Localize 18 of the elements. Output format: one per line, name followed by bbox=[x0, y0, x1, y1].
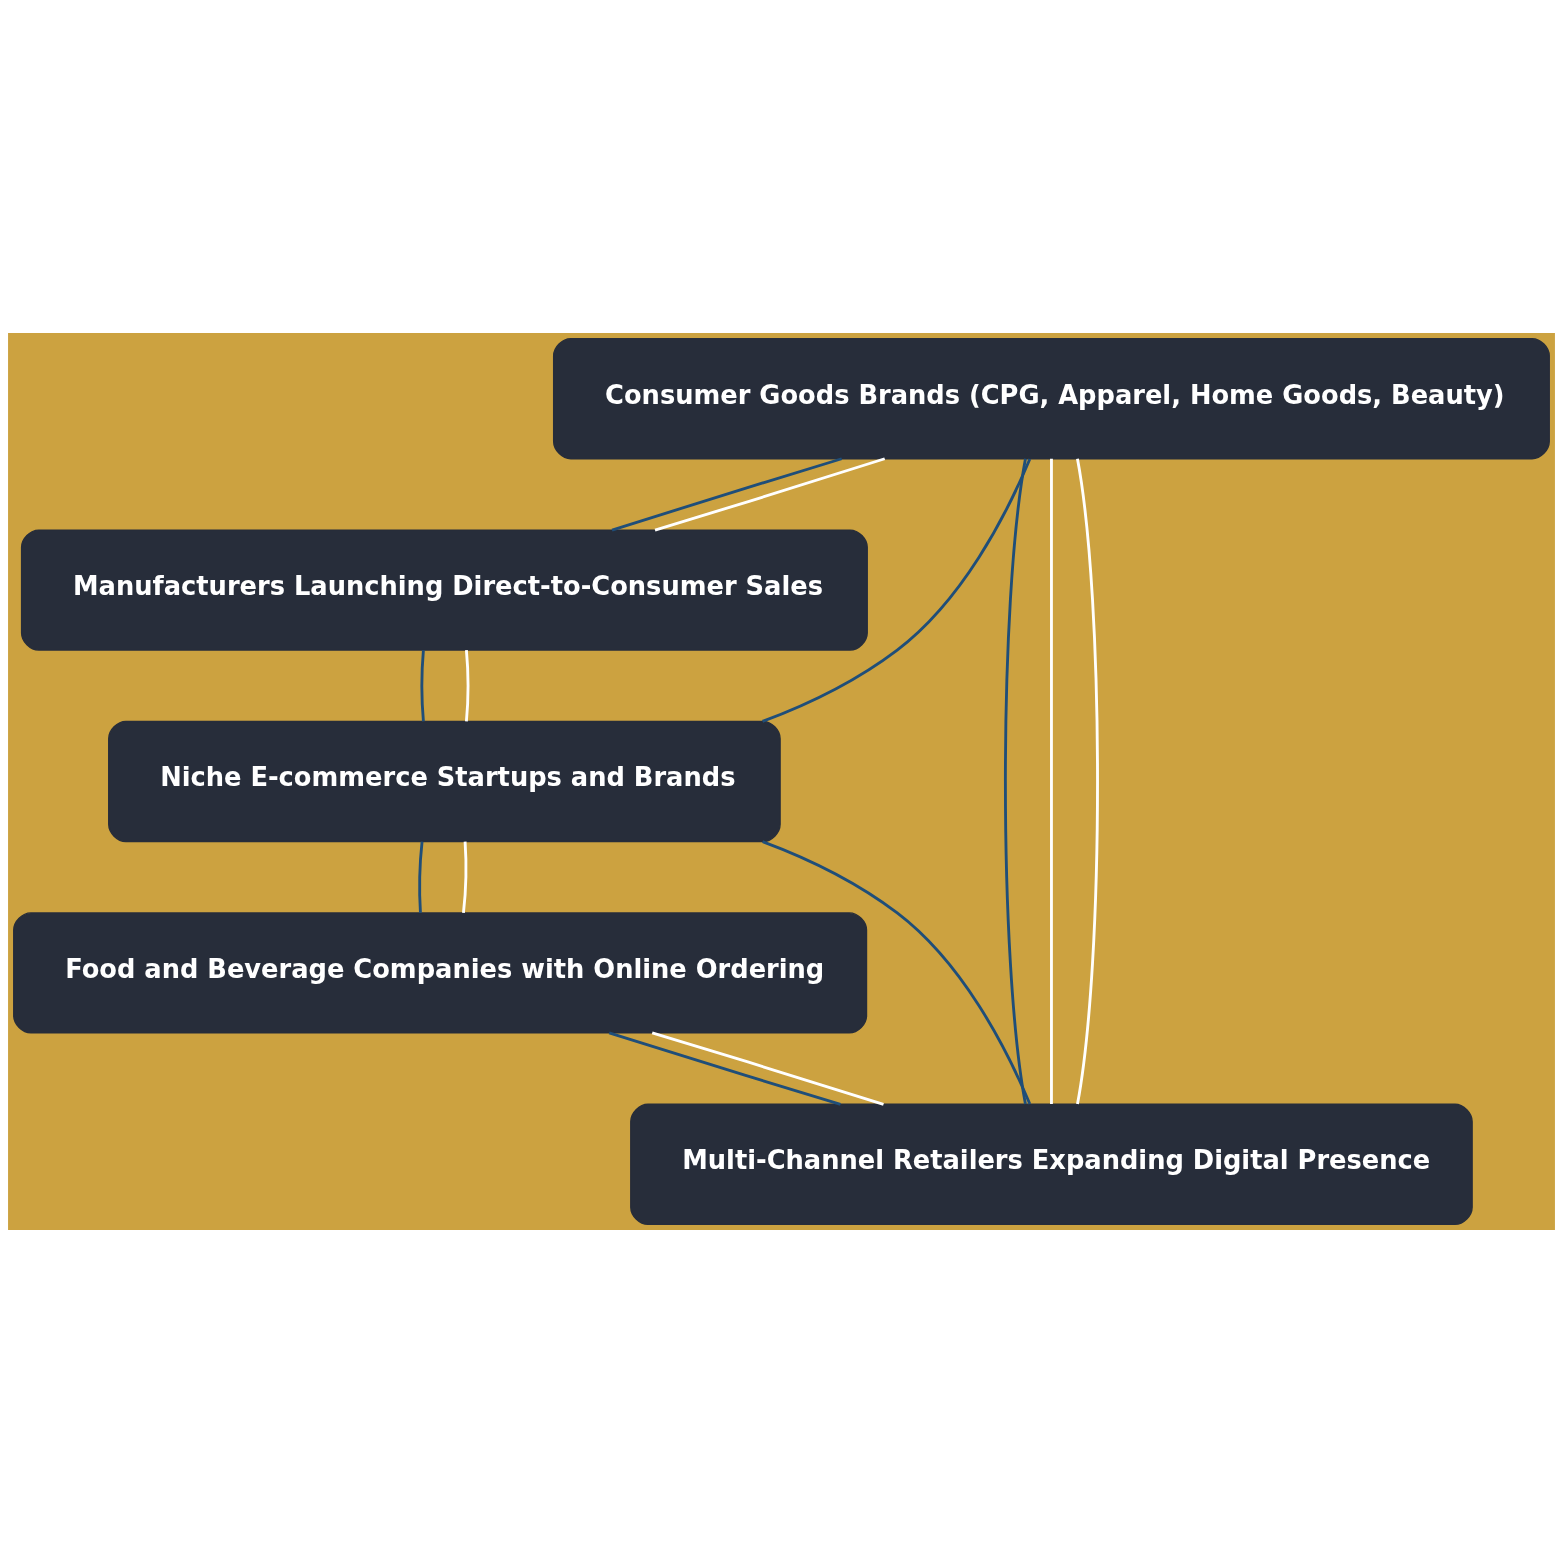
connector bbox=[418, 841, 424, 913]
connector bbox=[651, 1031, 884, 1106]
connector bbox=[465, 650, 470, 722]
node-box: Consumer Goods Brands (CPG, Apparel, Home Goods, Beauty) bbox=[552, 338, 1550, 460]
connector bbox=[762, 840, 1032, 1105]
connector bbox=[1004, 458, 1027, 1105]
node-box: Manufacturers Launching Direct-to-Consumer Sales bbox=[20, 529, 868, 651]
connector bbox=[762, 458, 1032, 723]
connector bbox=[608, 1031, 841, 1106]
node-box: Niche E-commerce Startups and Brands bbox=[108, 720, 781, 843]
connector bbox=[420, 650, 425, 722]
connector bbox=[1076, 458, 1099, 1105]
connector bbox=[462, 841, 468, 914]
connector bbox=[1050, 458, 1053, 1105]
connector bbox=[654, 457, 886, 532]
node-box: Multi-Channel Retailers Expanding Digital Presence bbox=[630, 1103, 1473, 1225]
node-box: Food and Beverage Companies with Online Ordering bbox=[13, 912, 868, 1034]
connector bbox=[611, 457, 843, 532]
